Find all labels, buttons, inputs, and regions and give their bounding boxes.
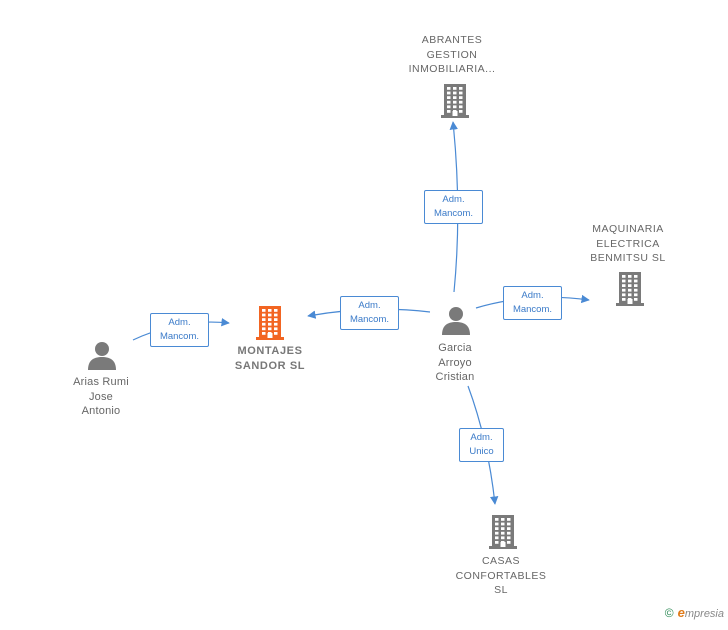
copyright-icon: ©	[664, 605, 674, 620]
person-icon[interactable]	[86, 340, 118, 372]
building-icon[interactable]	[254, 306, 286, 340]
building-icon[interactable]	[439, 84, 471, 118]
person-icon[interactable]	[440, 305, 472, 337]
edge-label-garcia-montajes: Adm. Mancom.	[340, 296, 399, 330]
building-icon[interactable]	[614, 272, 646, 306]
node-label-arias[interactable]: Arias Rumi Jose Antonio	[73, 376, 129, 417]
edge-label-garcia-maquinaria: Adm. Mancom.	[503, 286, 562, 320]
node-label-montajes[interactable]: MONTAJES SANDOR SL	[234, 345, 306, 372]
node-label-garcia[interactable]: Garcia Arroyo Cristian	[435, 342, 475, 383]
edge-label-garcia-abrantes: Adm. Mancom.	[424, 190, 483, 224]
building-icon[interactable]	[487, 515, 519, 549]
footer-brand: © empresia	[665, 605, 724, 620]
edge-label-garcia-casas: Adm. Unico	[459, 428, 504, 462]
node-label-casas[interactable]: CASAS CONFORTABLES SL	[455, 555, 547, 596]
node-label-maquinaria[interactable]: MAQUINARIA ELECTRICA BENMITSU SL	[590, 223, 666, 264]
edge-label-arias-montajes: Adm. Mancom.	[150, 313, 209, 347]
brand-logo: empresia	[677, 605, 724, 620]
node-label-abrantes[interactable]: ABRANTES GESTION INMOBILIARIA...	[408, 34, 496, 75]
